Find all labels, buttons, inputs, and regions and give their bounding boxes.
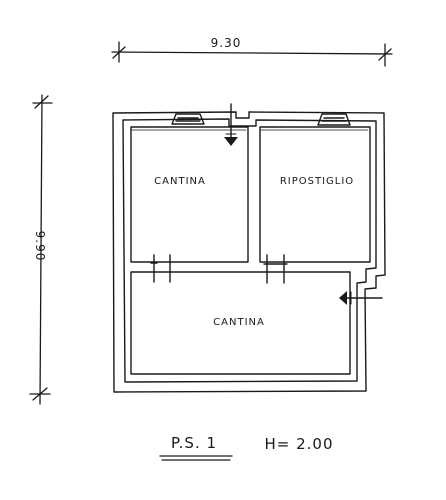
ripostiglio-room — [259, 126, 371, 263]
cantina-lower-room — [130, 271, 351, 375]
window-left — [171, 113, 205, 125]
ceiling-height-label: H= 2.00 — [264, 435, 333, 453]
left-dimension-line — [29, 94, 53, 405]
ripostiglio-label: RIPOSTIGLIO — [280, 176, 354, 187]
height-dimension-label: 9.90 — [33, 231, 47, 262]
cantina-upper-room — [130, 126, 249, 263]
top-dimension-line — [111, 41, 393, 67]
floor-label: P.S. 1 — [171, 434, 217, 452]
floor-label-underline — [159, 455, 233, 461]
door-cantina-upper — [150, 254, 171, 283]
cantina-upper-label: CANTINA — [154, 176, 206, 187]
window-right — [317, 113, 351, 126]
entrance-arrow-top — [224, 103, 238, 146]
door-ripostiglio — [263, 254, 288, 284]
outer-wall — [112, 111, 386, 393]
cantina-lower-label: CANTINA — [213, 317, 265, 328]
entrance-arrow-side — [339, 291, 383, 305]
width-dimension-label: 9.30 — [211, 36, 242, 50]
